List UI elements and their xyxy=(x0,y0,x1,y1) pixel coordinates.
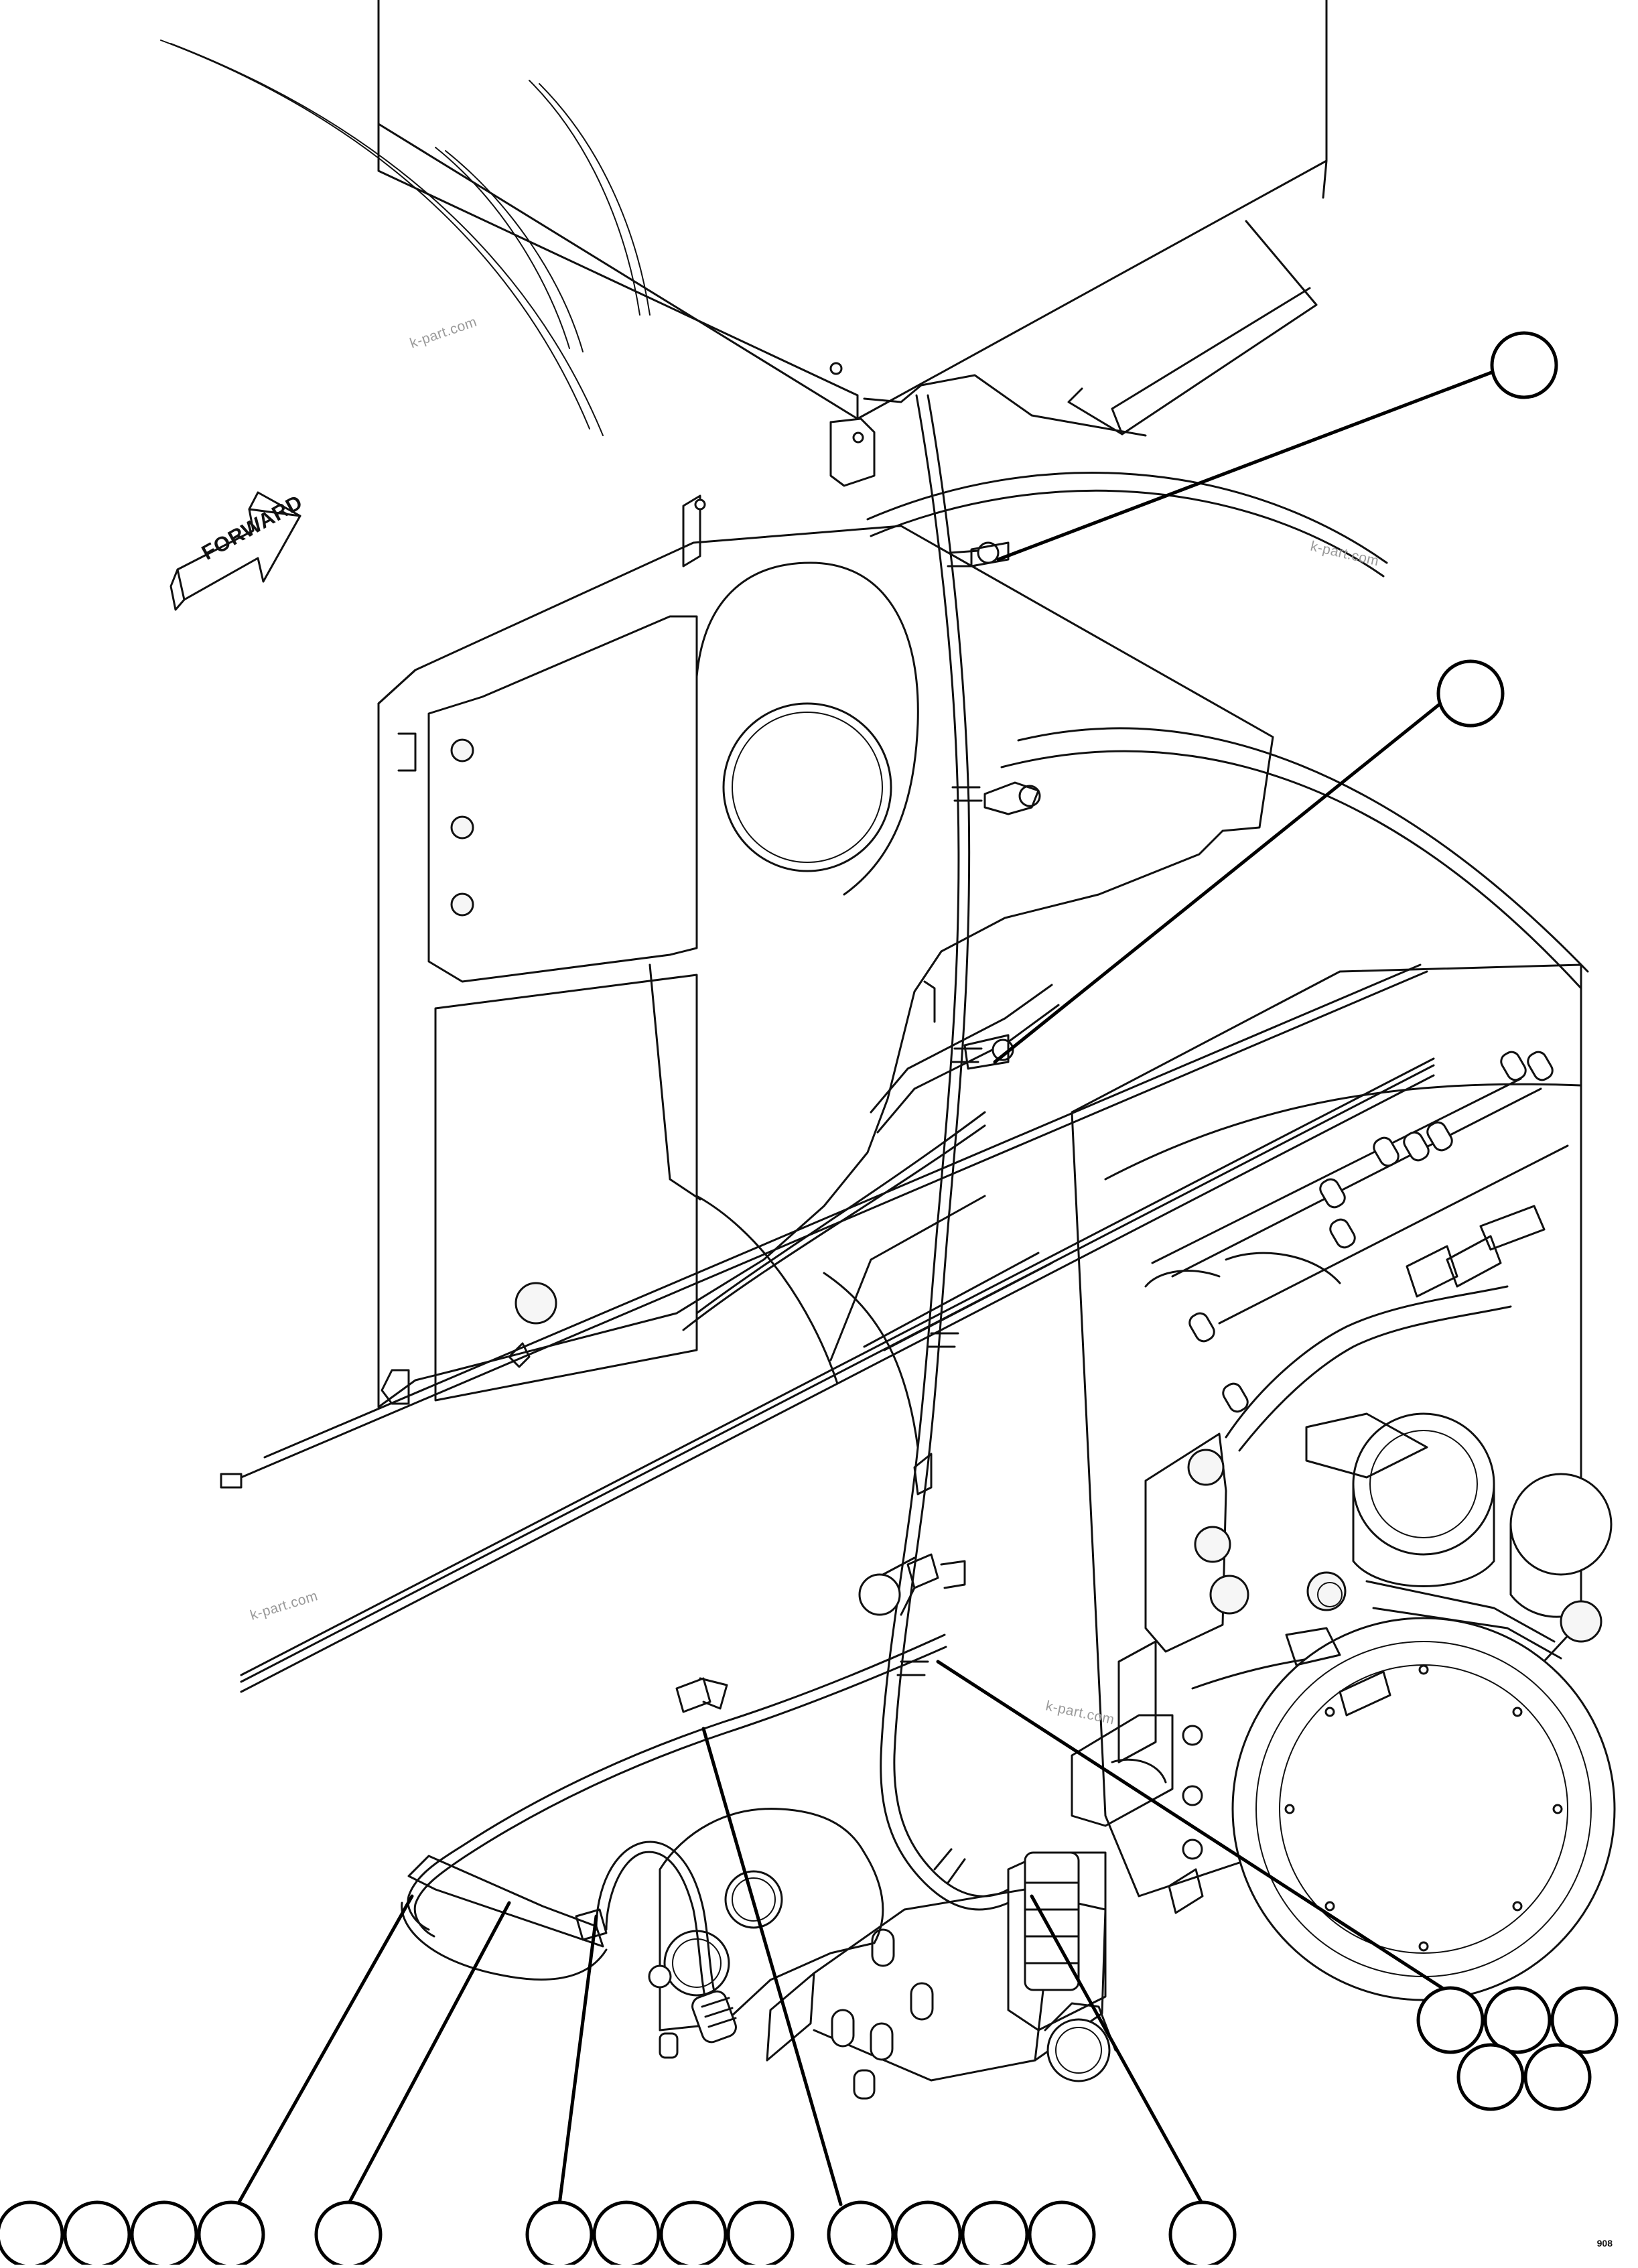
reference-bubbles xyxy=(0,331,1619,2268)
center-frame xyxy=(377,525,1274,1449)
figure-code: 908 xyxy=(1596,2238,1613,2249)
long-side-rail xyxy=(220,963,1435,1693)
cab-frame xyxy=(377,0,1328,568)
arch-structure xyxy=(160,40,1589,990)
engine-fittings xyxy=(1168,1051,1554,1914)
main-harness-route xyxy=(880,394,1010,1911)
callout-leaders xyxy=(236,363,1513,2206)
lower-bracket-area xyxy=(766,1851,1117,2100)
secondary-harness-route xyxy=(401,1553,966,2044)
forward-arrow xyxy=(169,491,301,611)
harness-clips xyxy=(913,541,1041,1495)
engine-assembly xyxy=(1071,963,1616,2001)
